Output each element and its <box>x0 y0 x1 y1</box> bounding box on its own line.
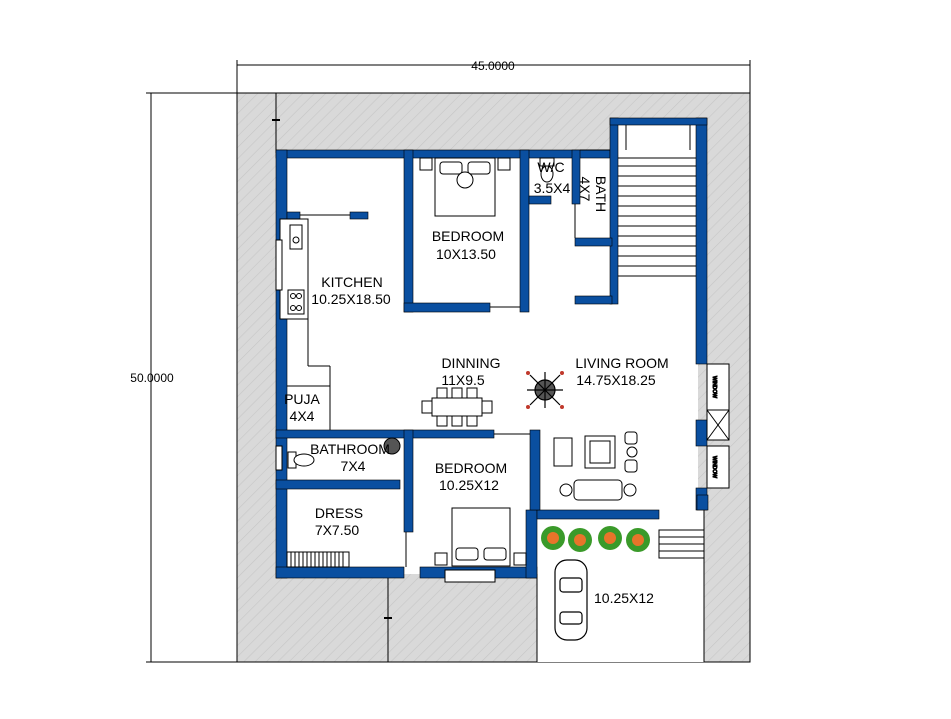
kitchen-counter <box>279 218 309 320</box>
room-name-puja: PUJA <box>284 391 320 407</box>
room-size-living: 14.75X18.25 <box>576 372 656 388</box>
room-name-bathroom: BATHROOM <box>310 441 390 457</box>
bed-1 <box>419 157 511 217</box>
room-name-kitchen: KITCHEN <box>321 274 382 290</box>
room-size-bedroom-2: 10.25X12 <box>439 477 499 493</box>
room-size-puja: 4X4 <box>290 408 315 424</box>
room-name-wc: W/C <box>537 159 564 175</box>
height-dimension-label: 50.0000 <box>130 371 174 385</box>
compass-icon <box>526 371 564 409</box>
room-size-bath: 4X7 <box>577 177 593 202</box>
bed-2 <box>434 507 527 567</box>
dimension-left: 50.0000 <box>130 92 237 663</box>
toilet-bathroom <box>287 437 401 469</box>
window-bottom <box>444 569 496 583</box>
room-name-dress: DRESS <box>315 505 363 521</box>
window-tag-2: WINDOW <box>711 456 717 478</box>
width-dimension-label: 45.0000 <box>471 59 515 73</box>
car-icon <box>554 559 588 641</box>
room-name-bath: BATH <box>593 176 609 212</box>
dimension-top: 45.0000 <box>236 59 751 93</box>
room-size-dinning: 11X9.5 <box>441 372 485 388</box>
room-size-parking: 10.25X12 <box>594 590 654 606</box>
room-size-bedroom-1: 10X13.50 <box>436 246 496 262</box>
dining-table <box>421 387 493 427</box>
room-size-kitchen: 10.25X18.50 <box>311 291 391 307</box>
room-name-bedroom-1: BEDROOM <box>432 228 504 244</box>
room-size-dress: 7X7.50 <box>315 522 360 538</box>
room-name-living: LIVING ROOM <box>575 355 668 371</box>
toilet-wc <box>539 157 555 183</box>
staircase <box>618 125 696 277</box>
house-floor <box>280 153 698 574</box>
living-furniture <box>553 431 638 501</box>
window-tag-1: WINDOW <box>711 376 717 398</box>
plants <box>541 526 650 552</box>
wardrobe <box>286 551 350 568</box>
room-name-dinning: DINNING <box>441 355 500 371</box>
room-size-bathroom: 7X4 <box>341 458 366 474</box>
bathroom-window <box>275 445 283 471</box>
window-right: WINDOW WINDOW <box>706 363 730 489</box>
kitchen-window <box>275 239 283 291</box>
room-name-bedroom-2: BEDROOM <box>435 460 507 476</box>
room-size-wc: 3.5X4 <box>534 180 571 196</box>
entry-steps <box>658 529 705 559</box>
